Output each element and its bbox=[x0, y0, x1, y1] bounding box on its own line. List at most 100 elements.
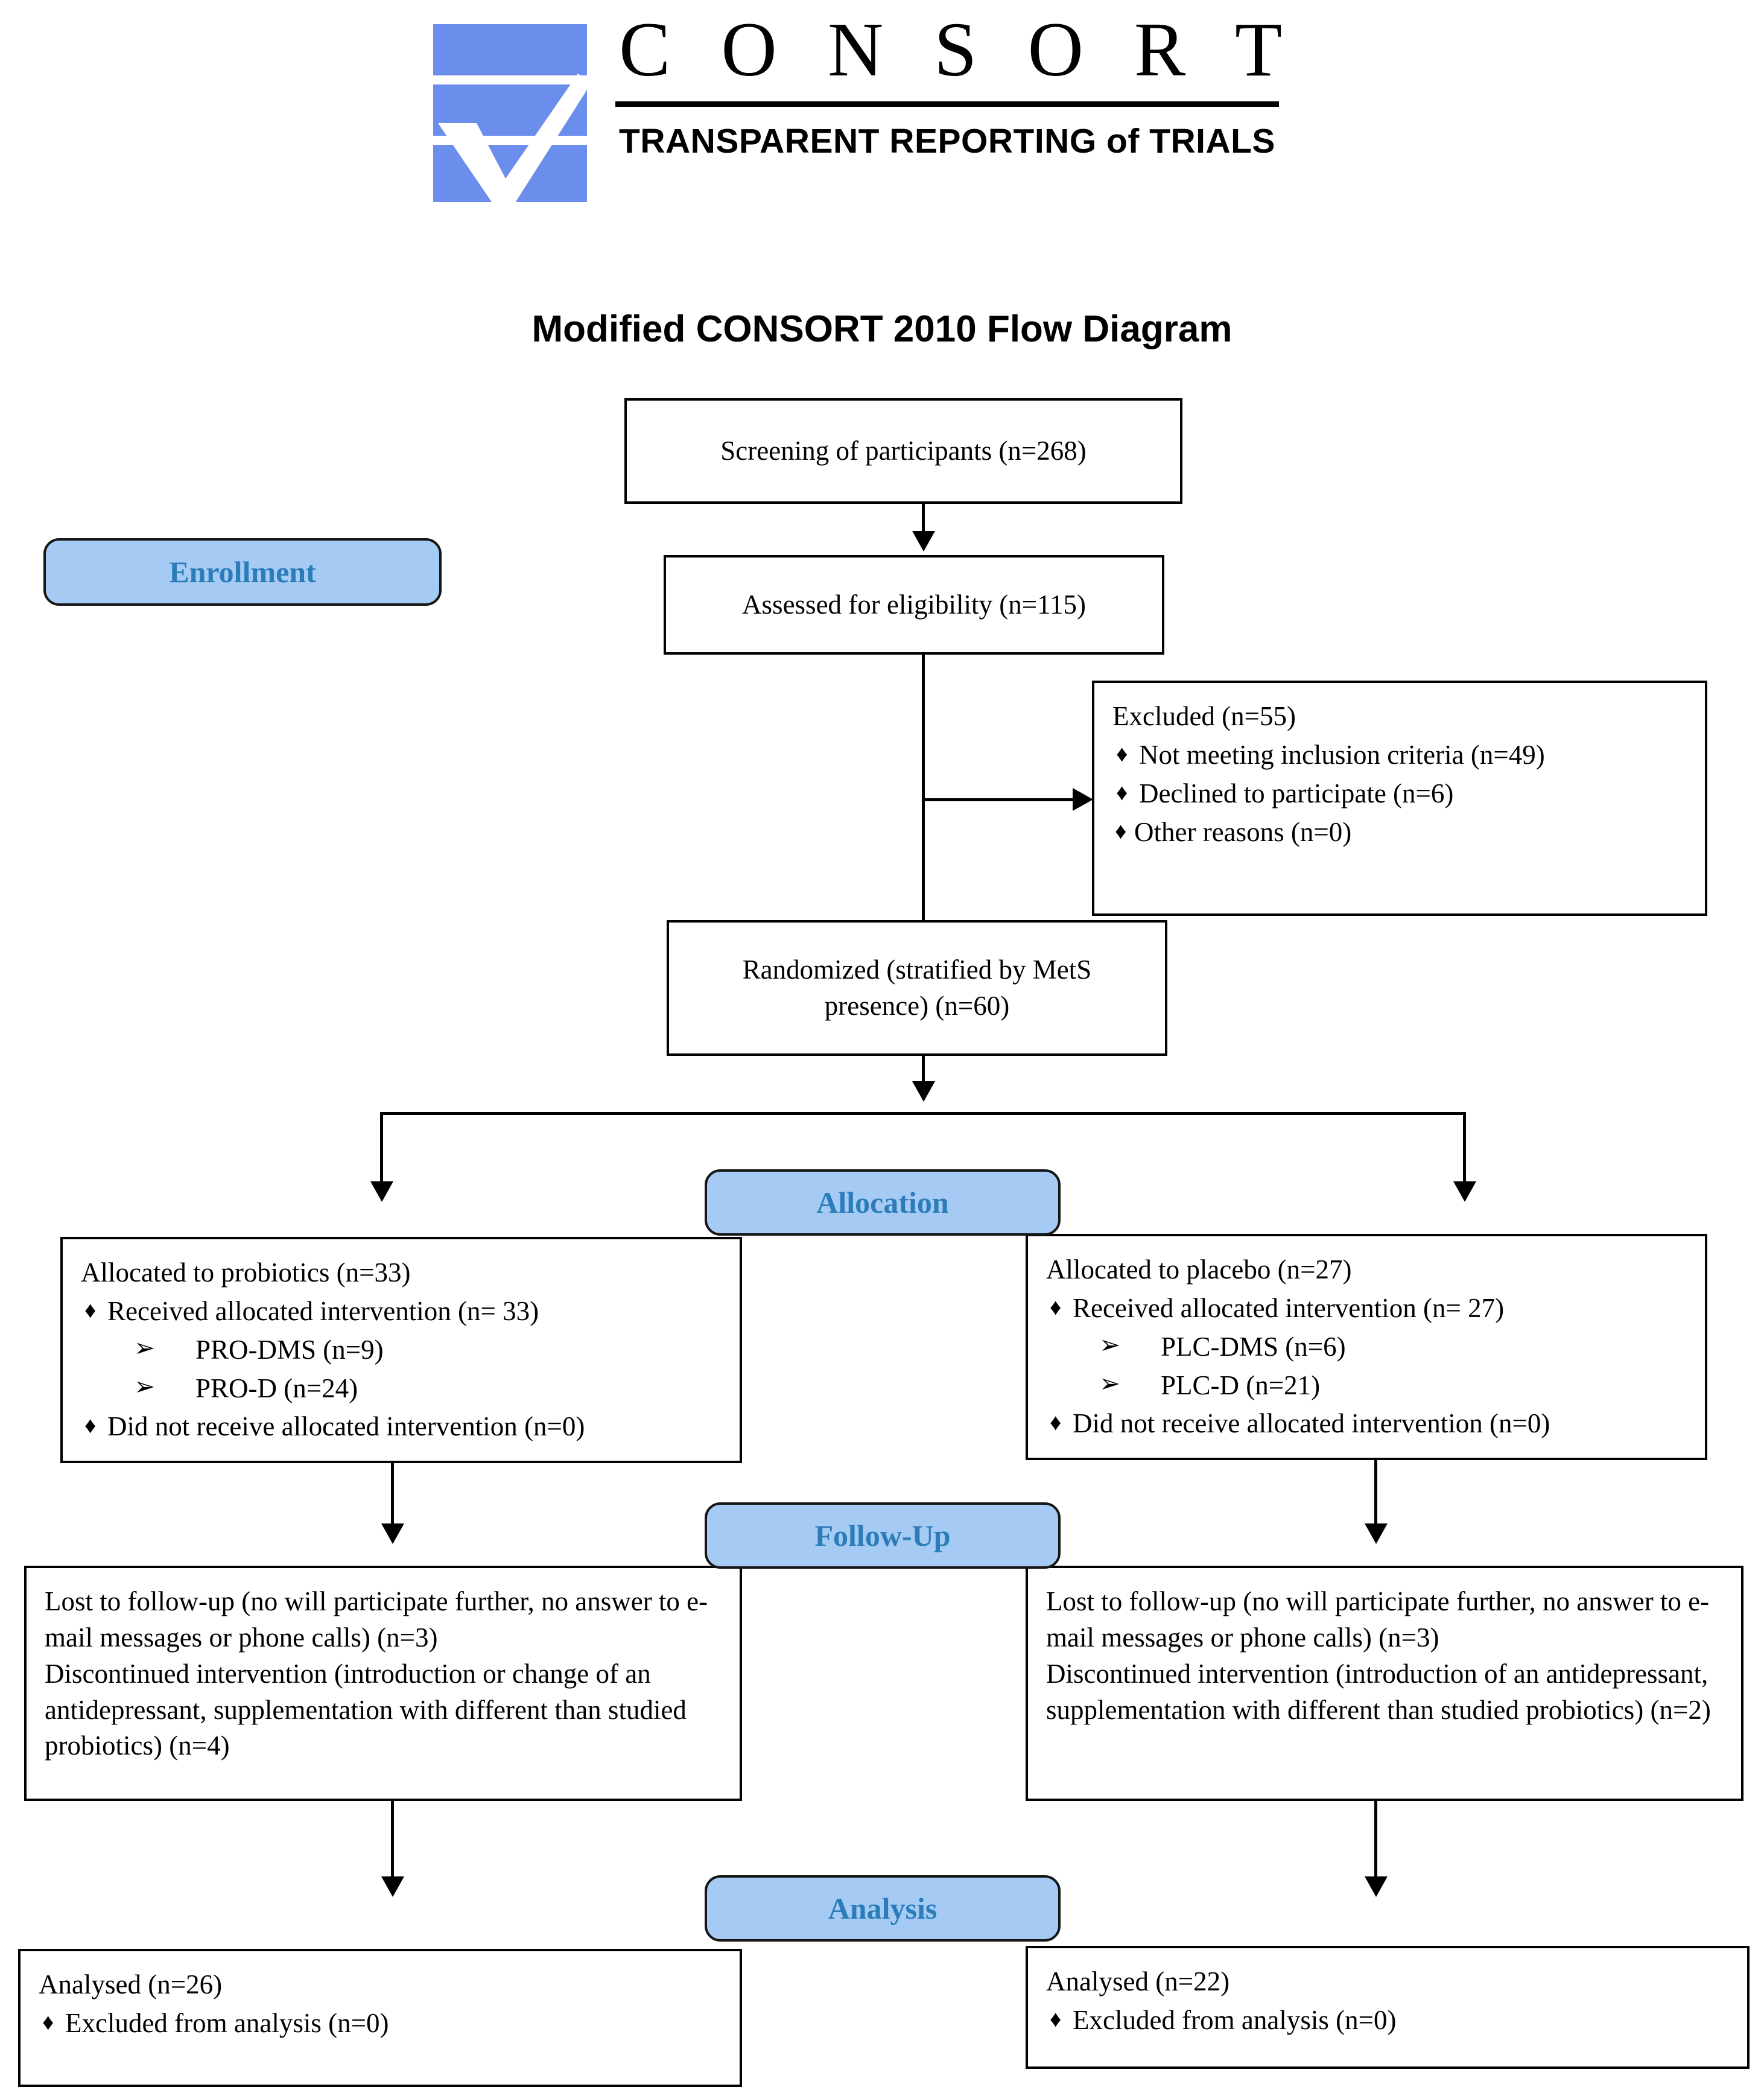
allocation-right-header: Allocated to placebo (n=27) bbox=[1046, 1254, 1352, 1285]
arrow-followup-left-to-analysis bbox=[381, 1876, 404, 1897]
arrow-bullet-icon: ➢ bbox=[134, 1373, 156, 1401]
excluded-list: ♦ Not meeting inclusion criteria (n=49) … bbox=[1112, 737, 1687, 851]
list-item: ♦ Declined to participate (n=6) bbox=[1112, 776, 1687, 812]
stage-badge-followup: Follow-Up bbox=[705, 1502, 1061, 1569]
allocation-left-not-received: Did not receive allocated intervention (… bbox=[107, 1411, 585, 1442]
stage-badge-allocation: Allocation bbox=[705, 1169, 1061, 1236]
connector-assessed-to-randomized bbox=[922, 655, 925, 920]
list-item: ♦ Excluded from analysis (n=0) bbox=[39, 2006, 722, 2042]
excluded-item-text: Other reasons (n=0) bbox=[1134, 816, 1352, 847]
allocation-left-subitem: PRO-D (n=24) bbox=[195, 1373, 358, 1403]
list-item: ➢ PRO-DMS (n=9) bbox=[81, 1332, 722, 1368]
followup-label: Follow-Up bbox=[814, 1519, 951, 1552]
allocation-right-subitem: PLC-DMS (n=6) bbox=[1161, 1331, 1346, 1362]
followup-left-box: Lost to follow-up (no will participate f… bbox=[24, 1566, 742, 1801]
analysis-right-excluded: Excluded from analysis (n=0) bbox=[1073, 2004, 1397, 2035]
consort-logo-mark bbox=[433, 24, 591, 206]
allocation-right-list: ♦ Received allocated intervention (n= 27… bbox=[1046, 1291, 1687, 1442]
connector-alloc-right-to-followup bbox=[1374, 1460, 1377, 1526]
analysis-right-box: Analysed (n=22) ♦ Excluded from analysis… bbox=[1026, 1946, 1750, 2069]
enrollment-label: Enrollment bbox=[169, 555, 316, 589]
arrow-screening-to-assessed bbox=[912, 531, 935, 551]
connector-split-right bbox=[1463, 1112, 1466, 1184]
excluded-box: Excluded (n=55) ♦ Not meeting inclusion … bbox=[1092, 681, 1707, 916]
logo-bar-bottom bbox=[433, 145, 587, 202]
randomized-label-line2: presence) (n=60) bbox=[824, 990, 1010, 1021]
logo-divider bbox=[615, 101, 1279, 107]
allocation-left-header: Allocated to probiotics (n=33) bbox=[81, 1257, 411, 1288]
connector-followup-right-to-analysis bbox=[1374, 1801, 1377, 1879]
screening-box: Screening of participants (n=268) bbox=[624, 398, 1182, 504]
analysis-right-list: ♦ Excluded from analysis (n=0) bbox=[1046, 2003, 1729, 2039]
stage-badge-analysis: Analysis bbox=[705, 1875, 1061, 1942]
allocation-right-not-received: Did not receive allocated intervention (… bbox=[1073, 1408, 1550, 1439]
analysis-label: Analysis bbox=[828, 1892, 938, 1925]
diamond-bullet-icon: ♦ bbox=[1050, 1294, 1062, 1320]
connector-randomized-stem bbox=[922, 1056, 925, 1084]
list-item: ♦ Received allocated intervention (n= 27… bbox=[1046, 1291, 1687, 1327]
analysis-left-list: ♦ Excluded from analysis (n=0) bbox=[39, 2006, 722, 2042]
excluded-item-text: Not meeting inclusion criteria (n=49) bbox=[1139, 739, 1545, 770]
followup-right-discontinued: Discontinued intervention (introduction … bbox=[1046, 1658, 1711, 1725]
diamond-bullet-icon: ♦ bbox=[1050, 1410, 1062, 1436]
analysis-left-header: Analysed (n=26) bbox=[39, 1969, 223, 2000]
allocation-right-subitem: PLC-D (n=21) bbox=[1161, 1370, 1321, 1400]
connector-followup-left-to-analysis bbox=[391, 1801, 394, 1879]
page-title: Modified CONSORT 2010 Flow Diagram bbox=[531, 308, 1233, 350]
consort-wordmark: C O N S O R T TRANSPARENT REPORTING of T… bbox=[615, 11, 1315, 192]
list-item: ➢ PLC-DMS (n=6) bbox=[1046, 1329, 1687, 1365]
diamond-bullet-icon: ♦ bbox=[84, 1413, 97, 1439]
arrow-to-excluded bbox=[1073, 788, 1093, 811]
randomized-box: Randomized (stratified by MetS presence)… bbox=[667, 920, 1167, 1056]
arrow-to-allocation-left bbox=[370, 1181, 393, 1202]
allocation-left-box: Allocated to probiotics (n=33) ♦ Receive… bbox=[60, 1237, 742, 1463]
followup-right-box: Lost to follow-up (no will participate f… bbox=[1026, 1566, 1743, 1801]
stage-badge-enrollment: Enrollment bbox=[43, 538, 442, 606]
diamond-bullet-icon: ♦ bbox=[84, 1297, 97, 1323]
allocation-left-received: Received allocated intervention (n= 33) bbox=[107, 1295, 539, 1326]
diamond-bullet-icon: ♦ bbox=[1115, 818, 1127, 844]
list-item: ➢ PLC-D (n=21) bbox=[1046, 1368, 1687, 1404]
consort-title-text: C O N S O R T bbox=[619, 7, 1298, 92]
diamond-bullet-icon: ♦ bbox=[1116, 741, 1128, 767]
list-item: ♦ Did not receive allocated intervention… bbox=[81, 1409, 722, 1445]
logo-bar-top bbox=[433, 24, 587, 75]
followup-left-discontinued: Discontinued intervention (introduction … bbox=[45, 1658, 687, 1761]
diamond-bullet-icon: ♦ bbox=[42, 2009, 54, 2035]
screening-label: Screening of participants (n=268) bbox=[720, 435, 1087, 466]
analysis-left-box: Analysed (n=26) ♦ Excluded from analysis… bbox=[18, 1949, 742, 2087]
arrow-bullet-icon: ➢ bbox=[134, 1334, 156, 1362]
connector-alloc-left-to-followup bbox=[391, 1463, 394, 1526]
allocation-right-box: Allocated to placebo (n=27) ♦ Received a… bbox=[1026, 1234, 1707, 1460]
arrow-alloc-left-to-followup bbox=[381, 1523, 404, 1544]
list-item: ♦ Other reasons (n=0) bbox=[1112, 815, 1687, 851]
allocation-label: Allocation bbox=[816, 1186, 949, 1219]
arrow-bullet-icon: ➢ bbox=[1099, 1331, 1121, 1359]
arrow-to-allocation-right bbox=[1453, 1181, 1476, 1202]
followup-right-lost: Lost to follow-up (no will participate f… bbox=[1046, 1586, 1710, 1653]
list-item: ♦ Did not receive allocated intervention… bbox=[1046, 1406, 1687, 1442]
arrow-followup-right-to-analysis bbox=[1365, 1876, 1388, 1897]
assessed-box: Assessed for eligibility (n=115) bbox=[664, 555, 1164, 655]
diamond-bullet-icon: ♦ bbox=[1116, 780, 1128, 805]
consort-logo: C O N S O R T TRANSPARENT REPORTING of T… bbox=[422, 11, 1327, 210]
arrow-randomized-stem bbox=[912, 1081, 935, 1102]
connector-split-horizontal bbox=[380, 1112, 1466, 1115]
assessed-label: Assessed for eligibility (n=115) bbox=[742, 589, 1086, 620]
list-item: ➢ PRO-D (n=24) bbox=[81, 1371, 722, 1407]
arrow-bullet-icon: ➢ bbox=[1099, 1370, 1121, 1398]
list-item: ♦ Excluded from analysis (n=0) bbox=[1046, 2003, 1729, 2039]
diamond-bullet-icon: ♦ bbox=[1050, 2006, 1062, 2032]
connector-screening-to-assessed bbox=[922, 504, 925, 534]
analysis-right-header: Analysed (n=22) bbox=[1046, 1966, 1230, 1996]
excluded-item-text: Declined to participate (n=6) bbox=[1139, 778, 1454, 808]
connector-split-left bbox=[380, 1112, 383, 1184]
excluded-header: Excluded (n=55) bbox=[1112, 701, 1296, 731]
followup-left-lost: Lost to follow-up (no will participate f… bbox=[45, 1586, 708, 1653]
randomized-label-line1: Randomized (stratified by MetS bbox=[742, 954, 1092, 985]
allocation-left-list: ♦ Received allocated intervention (n= 33… bbox=[81, 1294, 722, 1445]
consort-tagline: TRANSPARENT REPORTING of TRIALS bbox=[619, 122, 1275, 160]
logo-bar-middle bbox=[433, 84, 587, 136]
analysis-left-excluded: Excluded from analysis (n=0) bbox=[65, 2007, 389, 2038]
list-item: ♦ Received allocated intervention (n= 33… bbox=[81, 1294, 722, 1330]
